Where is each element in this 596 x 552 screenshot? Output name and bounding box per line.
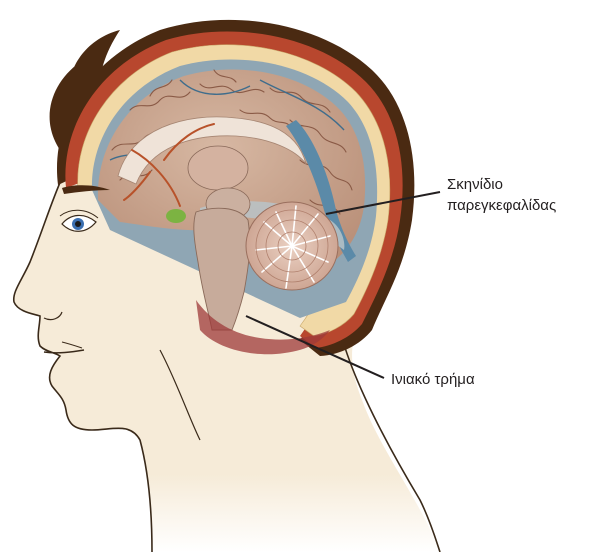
thalamus [188, 146, 248, 190]
tentorium-label: Σκηνίδιο παρεγκεφαλίδας [447, 174, 556, 216]
tentorium-label-line1: Σκηνίδιο [447, 174, 556, 195]
foramen-magnum-label: Ινιακό τρήμα [391, 369, 475, 390]
tentorium-label-line2: παρεγκεφαλίδας [447, 195, 556, 216]
pituitary-gland [166, 209, 186, 223]
